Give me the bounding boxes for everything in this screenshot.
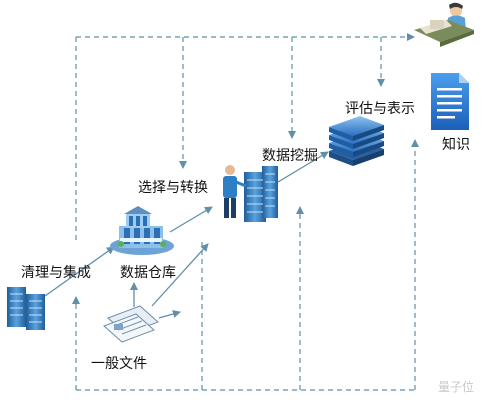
server-racks-person-icon (223, 165, 278, 222)
select-transform-label: 选择与转换 (138, 180, 208, 196)
stacked-layers-icon (329, 116, 384, 166)
knowledge-label: 知识 (442, 137, 470, 153)
feedback-dashed-lines (72, 33, 419, 391)
database-servers-icon (7, 287, 45, 330)
clean-integrate-label: 清理与集成 (21, 265, 91, 281)
data-mining-label: 数据挖掘 (262, 148, 318, 164)
knowledge-document-icon (431, 73, 469, 130)
general-file-label: 一般文件 (91, 356, 147, 372)
general-files-icon (103, 305, 159, 343)
evaluate-present-label: 评估与表示 (345, 101, 415, 117)
watermark-logo: 量子位 (438, 380, 475, 394)
user-desk-icon (414, 2, 474, 47)
data-warehouse-label: 数据仓库 (120, 265, 176, 281)
data-warehouse-icon (110, 206, 174, 255)
process-arrows (44, 151, 329, 319)
